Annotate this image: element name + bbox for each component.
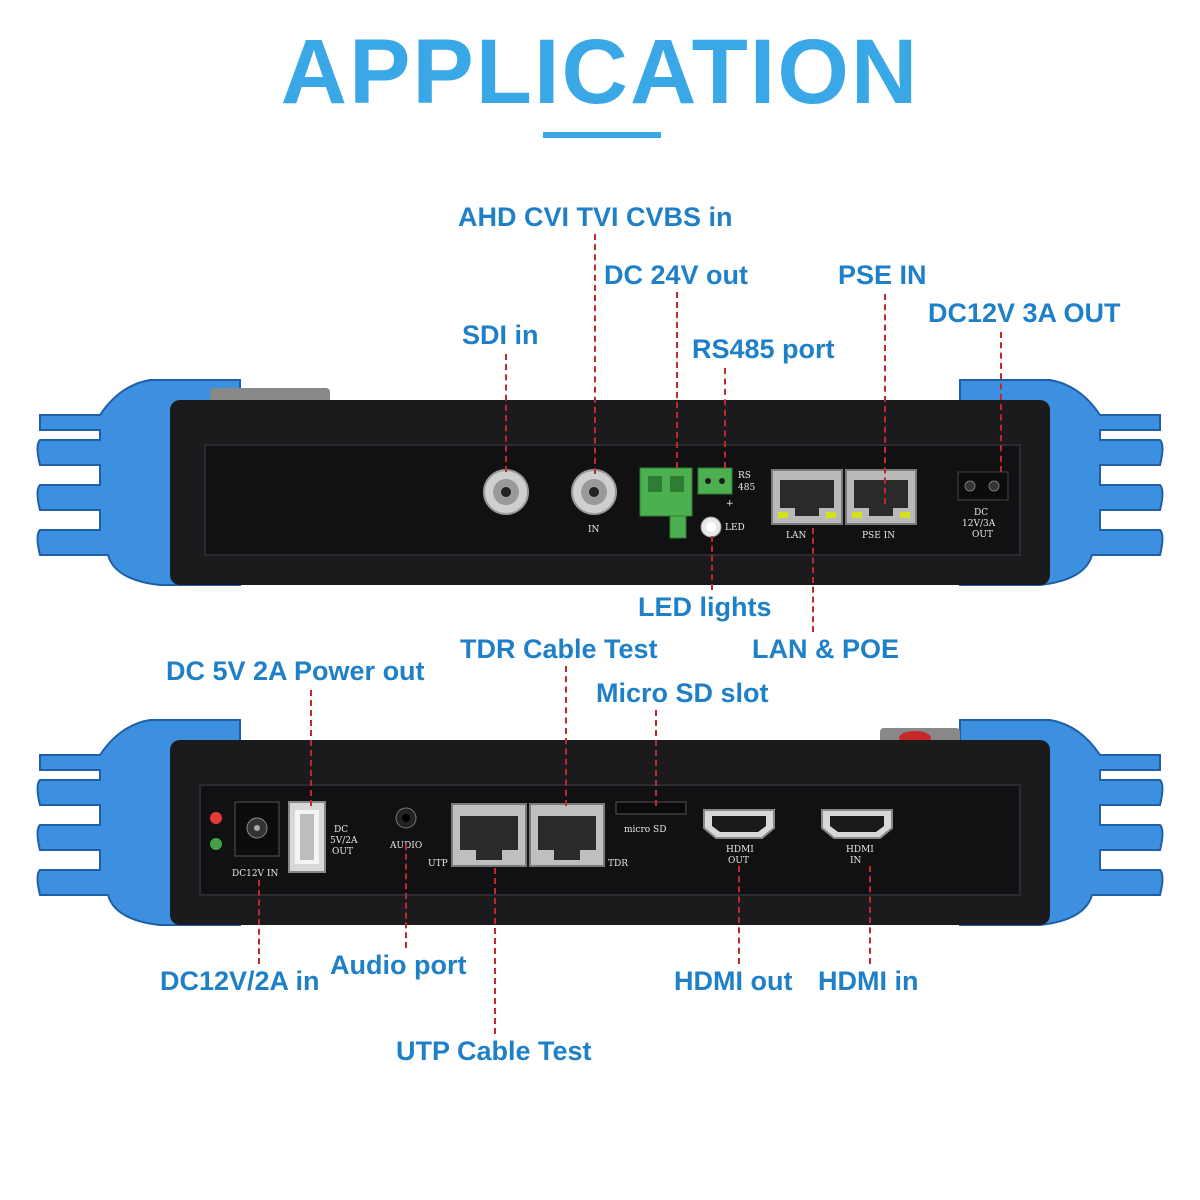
leader-sdi [505, 354, 507, 472]
callout-lan-poe: LAN & POE [752, 634, 900, 664]
callout-hdmi-in: HDMI in [818, 966, 919, 996]
leader-led [711, 536, 713, 590]
leader-lan [812, 528, 814, 632]
leader-dc5v [310, 690, 312, 806]
tdr-port: TDR [529, 803, 628, 869]
leader-hdmi-out [738, 866, 740, 964]
leader-tdr [565, 666, 567, 806]
leader-dc12in [258, 880, 260, 964]
callout-rs485-port: RS485 port [692, 334, 835, 364]
title-underline [543, 132, 661, 138]
callout-micro-sd-slot: Micro SD slot [596, 678, 769, 708]
dc24v-terminal [639, 467, 693, 539]
hdmi-in-marking-b: IN [850, 856, 862, 866]
rs485-marking-b: 485 [738, 483, 755, 493]
rs485-terminal: RS 485 + [697, 467, 755, 509]
callout-sdi-in: SDI in [462, 320, 539, 350]
leader-dc24 [676, 292, 678, 468]
status-leds [210, 812, 222, 850]
callout-dc5v-2a-power-out: DC 5V 2A Power out [166, 656, 425, 686]
utp-port: UTP [428, 803, 527, 869]
page-title: APPLICATION [280, 21, 920, 123]
hdmi-out-marking-b: OUT [728, 856, 749, 866]
microsd-marking: micro SD [624, 825, 666, 835]
top-device: IN RS 485 + LED LAN PSE IN [36, 379, 1164, 586]
tdr-marking: TDR [608, 859, 628, 869]
leader-rs485 [724, 368, 726, 468]
usb-marking-b: 5V/2A [330, 836, 358, 846]
bottom-device: DC12V IN DC 5V/2A OUT AUDIO UTP TDR micr… [36, 719, 1164, 926]
hdmi-in-marking-a: HDMI [846, 845, 874, 855]
usb-marking-a: DC [334, 825, 348, 835]
callout-tdr-cable-test: TDR Cable Test [460, 634, 658, 664]
dc-marking-a: DC [974, 508, 988, 518]
leader-pse [884, 294, 886, 504]
usb-port: DC 5V/2A OUT [288, 801, 358, 873]
leader-utp [494, 868, 496, 1034]
leader-audio [405, 844, 407, 948]
leader-ahd [594, 234, 596, 474]
led-marking: LED [725, 523, 745, 533]
leader-microsd [655, 710, 657, 806]
hdmi-in-port: HDMI IN [821, 809, 893, 866]
callout-hdmi-out: HDMI out [674, 966, 793, 996]
bottom-port-panel [199, 784, 1021, 896]
callout-utp-cable-test: UTP Cable Test [396, 1036, 592, 1066]
lan-port: LAN [771, 469, 843, 541]
dc12v-out-jacks: DC 12V/3A OUT [957, 471, 1009, 540]
callout-dc24v-out: DC 24V out [604, 260, 749, 290]
leader-hdmi-in [869, 866, 871, 964]
dc12v-in-jack: DC12V IN [232, 801, 280, 879]
plus-marking: + [726, 499, 734, 509]
sdi-bnc-connector [483, 469, 529, 515]
hdmi-out-port: HDMI OUT [703, 809, 775, 866]
in-marking: IN [588, 525, 600, 535]
callout-pse-in: PSE IN [838, 260, 927, 290]
usb-marking-c: OUT [332, 847, 353, 857]
callout-dc12v-3a-out: DC12V 3A OUT [928, 298, 1121, 328]
callout-led-lights: LED lights [638, 592, 772, 622]
microsd-slot: micro SD [615, 801, 687, 835]
dc-marking-b: 12V/3A [962, 519, 996, 529]
utp-marking: UTP [428, 859, 448, 869]
lan-marking: LAN [786, 531, 806, 541]
ahd-bnc-connector: IN [571, 469, 617, 535]
hdmi-out-marking-a: HDMI [726, 845, 754, 855]
rs485-marking-a: RS [738, 471, 751, 481]
pse-in-port: PSE IN [845, 469, 917, 541]
callout-audio-port: Audio port [330, 950, 467, 980]
dc12v-in-marking: DC12V IN [232, 869, 278, 879]
callout-ahd-cvi-tvi-cvbs: AHD CVI TVI CVBS in [458, 202, 733, 232]
callout-dc12v-2a-in: DC12V/2A in [160, 966, 320, 996]
dc-marking-c: OUT [972, 530, 993, 540]
pse-in-marking: PSE IN [862, 531, 895, 541]
leader-dc12out [1000, 332, 1002, 472]
